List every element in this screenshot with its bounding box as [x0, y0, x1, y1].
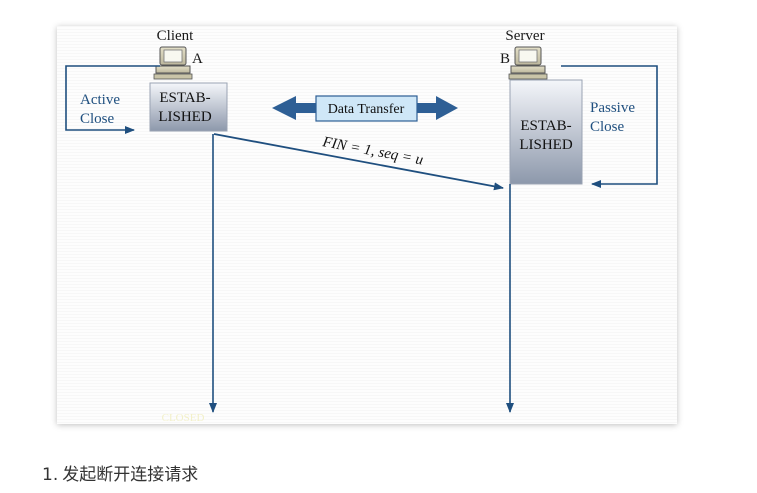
active-close-line1: Active	[80, 92, 120, 108]
server-letter: B	[500, 51, 510, 67]
data-transfer-arrow: Data Transfer	[272, 95, 458, 122]
client-label: Client	[157, 28, 194, 44]
data-transfer-label: Data Transfer	[328, 102, 405, 117]
client-state-box: ESTAB- LISHED	[149, 82, 228, 132]
client-state-line2: LISHED	[158, 109, 211, 125]
server-label: Server	[505, 28, 544, 44]
active-close-arrow	[65, 65, 160, 134]
step-caption: 1.发起断开连接请求	[42, 460, 198, 485]
active-close-line2: Close	[80, 111, 115, 127]
fin-message-arrow	[213, 133, 504, 191]
client-computer-icon	[153, 46, 193, 80]
passive-close-line2: Close	[590, 119, 625, 135]
step-text: 发起断开连接请求	[62, 465, 199, 485]
client-letter: A	[192, 51, 203, 67]
passive-close-arrow	[561, 65, 658, 188]
tcp-close-diagram: Client A Server B ESTAB- LISHED EST	[57, 26, 677, 424]
server-state-box: ESTAB- LISHED	[509, 79, 583, 185]
server-computer-icon	[508, 46, 548, 80]
client-closed-faint-label: CLOSED	[162, 412, 205, 424]
passive-close-line1: Passive	[590, 100, 635, 116]
server-state-line2: LISHED	[519, 137, 572, 153]
client-state-line1: ESTAB-	[159, 90, 210, 106]
step-number: 1.	[42, 465, 59, 485]
server-state-line1: ESTAB-	[520, 118, 571, 134]
